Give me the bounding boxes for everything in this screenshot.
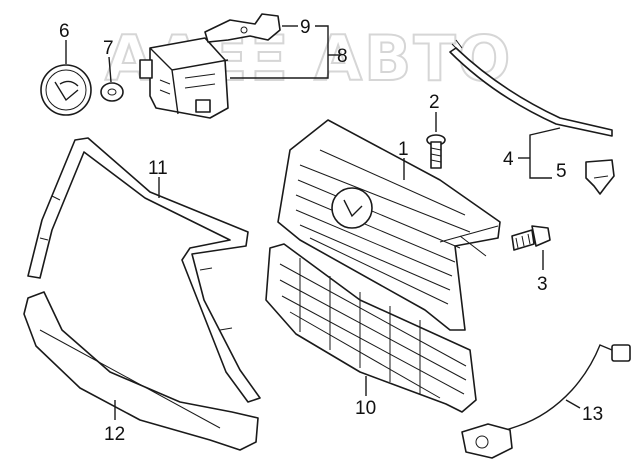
part-1-grille[interactable] — [277, 119, 501, 331]
callout-6: 6 — [59, 21, 70, 42]
part-2-bolt[interactable] — [426, 134, 446, 169]
part-4-molding[interactable] — [449, 39, 613, 137]
callout-1: 1 — [398, 139, 409, 160]
callout-12: 12 — [104, 424, 125, 445]
part-7-washer[interactable] — [100, 82, 124, 102]
part-11-frame-molding[interactable] — [27, 137, 261, 403]
callout-8: 8 — [337, 46, 348, 67]
callout-7: 7 — [103, 38, 114, 59]
callout-13: 13 — [582, 404, 603, 425]
part-3-screw[interactable] — [511, 225, 551, 251]
callout-9: 9 — [300, 17, 311, 38]
callout-10: 10 — [355, 398, 376, 419]
callout-2: 2 — [429, 92, 440, 113]
callout-4: 4 — [503, 149, 514, 170]
part-13-camera-harness[interactable] — [461, 344, 631, 459]
part-12-lower-molding[interactable] — [23, 291, 259, 451]
callout-3: 3 — [537, 274, 548, 295]
callout-5: 5 — [556, 161, 567, 182]
part-5-clip[interactable] — [585, 159, 615, 195]
part-10-lower-grille[interactable] — [265, 243, 477, 413]
part-8-radar-sensor[interactable] — [139, 37, 229, 119]
callout-11: 11 — [148, 158, 168, 179]
part-9-bracket[interactable] — [204, 13, 281, 43]
part-6-emblem[interactable] — [40, 64, 92, 116]
